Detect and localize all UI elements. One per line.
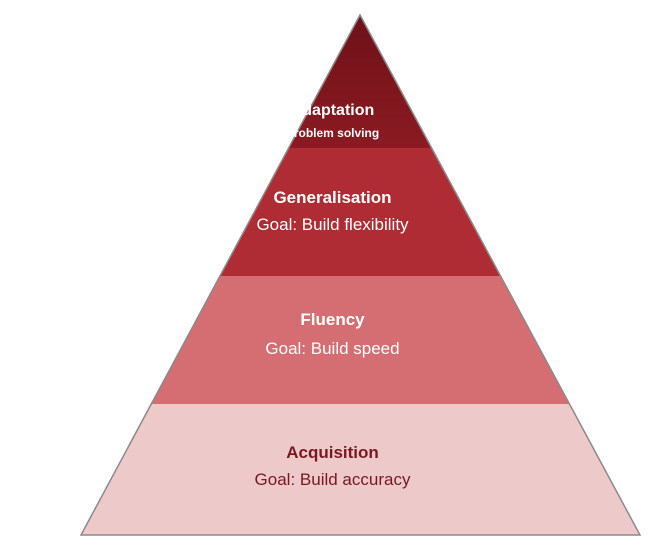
acquisition-subtitle: Goal: Build accuracy <box>254 470 411 489</box>
adaptation-title: Adaptation <box>290 102 375 119</box>
pyramid-level-acquisition <box>81 404 640 535</box>
pyramid-outline <box>79 13 642 536</box>
generalisation-title: Generalisation <box>273 188 392 207</box>
adaptation-subtitle: Problem solving <box>285 126 380 140</box>
fluency-subtitle: Goal: Build speed <box>265 339 400 358</box>
generalisation-subtitle: Goal: Build flexibility <box>256 215 409 234</box>
pyramid-level-adaptation <box>289 15 431 148</box>
fluency-title: Fluency <box>300 310 365 329</box>
acquisition-title: Acquisition <box>286 443 379 462</box>
pyramid-level-fluency <box>151 276 569 404</box>
pyramid-level-generalisation <box>220 148 500 276</box>
